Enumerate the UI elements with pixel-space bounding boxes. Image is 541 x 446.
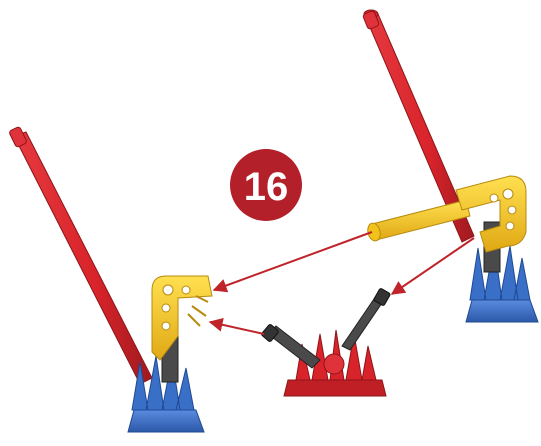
- step-number: 16: [244, 165, 289, 209]
- step-badge: 16: [230, 149, 302, 221]
- arrow-yellow-rod-to-left-connector: [212, 231, 373, 293]
- yellow-corner-connector-right: [455, 175, 527, 253]
- long-red-rod-left: [9, 126, 153, 385]
- gray-rod-left: [261, 324, 321, 369]
- red-hub-connector: [283, 329, 387, 397]
- blue-base-left: [127, 331, 205, 433]
- assembly-arrows: [208, 231, 475, 335]
- long-red-rod-right: [362, 9, 475, 243]
- arrow-gray-rod-to-left-connector: [208, 317, 265, 335]
- gray-rod-right: [341, 288, 391, 351]
- yellow-corner-connector-left: [151, 275, 213, 361]
- yellow-rod: [367, 199, 471, 242]
- arrow-right-connector-to-gray-rod: [390, 237, 475, 295]
